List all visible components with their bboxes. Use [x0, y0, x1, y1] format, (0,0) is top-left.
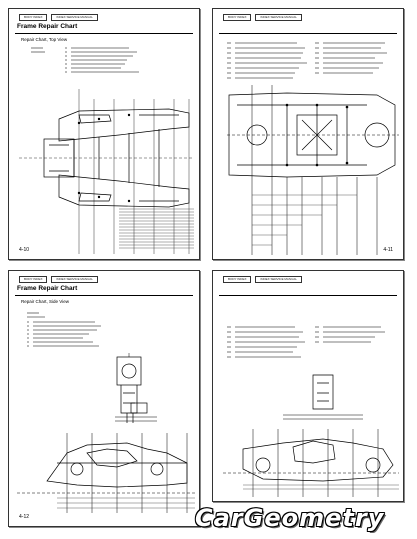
page-subtitle: Repair Chart, Top View: [21, 37, 68, 42]
frame-top-view-diagram: [19, 89, 194, 254]
page-number: 4-10: [19, 247, 30, 253]
page-title: Frame Repair Chart: [17, 23, 78, 30]
tab-body-index[interactable]: BODY INDEX: [19, 14, 48, 21]
header-tabs: BODY INDEX INDEX SERVICE MANUAL: [19, 14, 98, 21]
title-rule: [219, 33, 397, 34]
legend-block: [29, 46, 179, 78]
page-title: Frame Repair Chart: [17, 285, 78, 292]
page-subtitle: Repair Chart, Side View: [21, 299, 69, 304]
tab-body-index[interactable]: BODY INDEX: [223, 14, 252, 21]
watermark-text: CarGeometry: [195, 504, 385, 532]
title-rule: [15, 295, 193, 296]
manual-page-4-10: BODY INDEX INDEX SERVICE MANUAL Frame Re…: [8, 8, 200, 260]
tab-index-service-manual[interactable]: INDEX SERVICE MANUAL: [255, 276, 302, 283]
header-tabs: BODY INDEX INDEX SERVICE MANUAL: [223, 276, 302, 283]
title-rule: [219, 295, 397, 296]
legend-lines: [227, 42, 387, 79]
legend-block: [225, 41, 395, 87]
legend-block: [225, 325, 395, 367]
tab-body-index[interactable]: BODY INDEX: [19, 276, 48, 283]
frame-side-view-diagram: [17, 353, 195, 513]
tab-index-service-manual[interactable]: INDEX SERVICE MANUAL: [51, 276, 98, 283]
manual-page-4-11: BODY INDEX INDEX SERVICE MANUAL: [212, 8, 404, 260]
header-tabs: BODY INDEX INDEX SERVICE MANUAL: [19, 276, 98, 283]
manual-page-4-13: BODY INDEX INDEX SERVICE MANUAL: [212, 270, 404, 502]
tab-index-service-manual[interactable]: INDEX SERVICE MANUAL: [51, 14, 98, 21]
page-number: 4-12: [19, 514, 30, 520]
tab-index-service-manual[interactable]: INDEX SERVICE MANUAL: [255, 14, 302, 21]
legend-block: [25, 311, 175, 353]
cargeometry-watermark-logo: CarGeometry: [195, 504, 410, 534]
tab-body-index[interactable]: BODY INDEX: [223, 276, 252, 283]
manual-page-4-12: BODY INDEX INDEX SERVICE MANUAL Frame Re…: [8, 270, 200, 527]
legend-lines: [227, 326, 385, 358]
header-tabs: BODY INDEX INDEX SERVICE MANUAL: [223, 14, 302, 21]
title-rule: [15, 33, 193, 34]
page-number: 4-11: [383, 247, 393, 253]
frame-side-view-rear-diagram: [223, 374, 399, 497]
legend-lines: [27, 312, 101, 347]
frame-top-view-rear-diagram: [227, 85, 399, 255]
legend-lines: [31, 47, 139, 73]
